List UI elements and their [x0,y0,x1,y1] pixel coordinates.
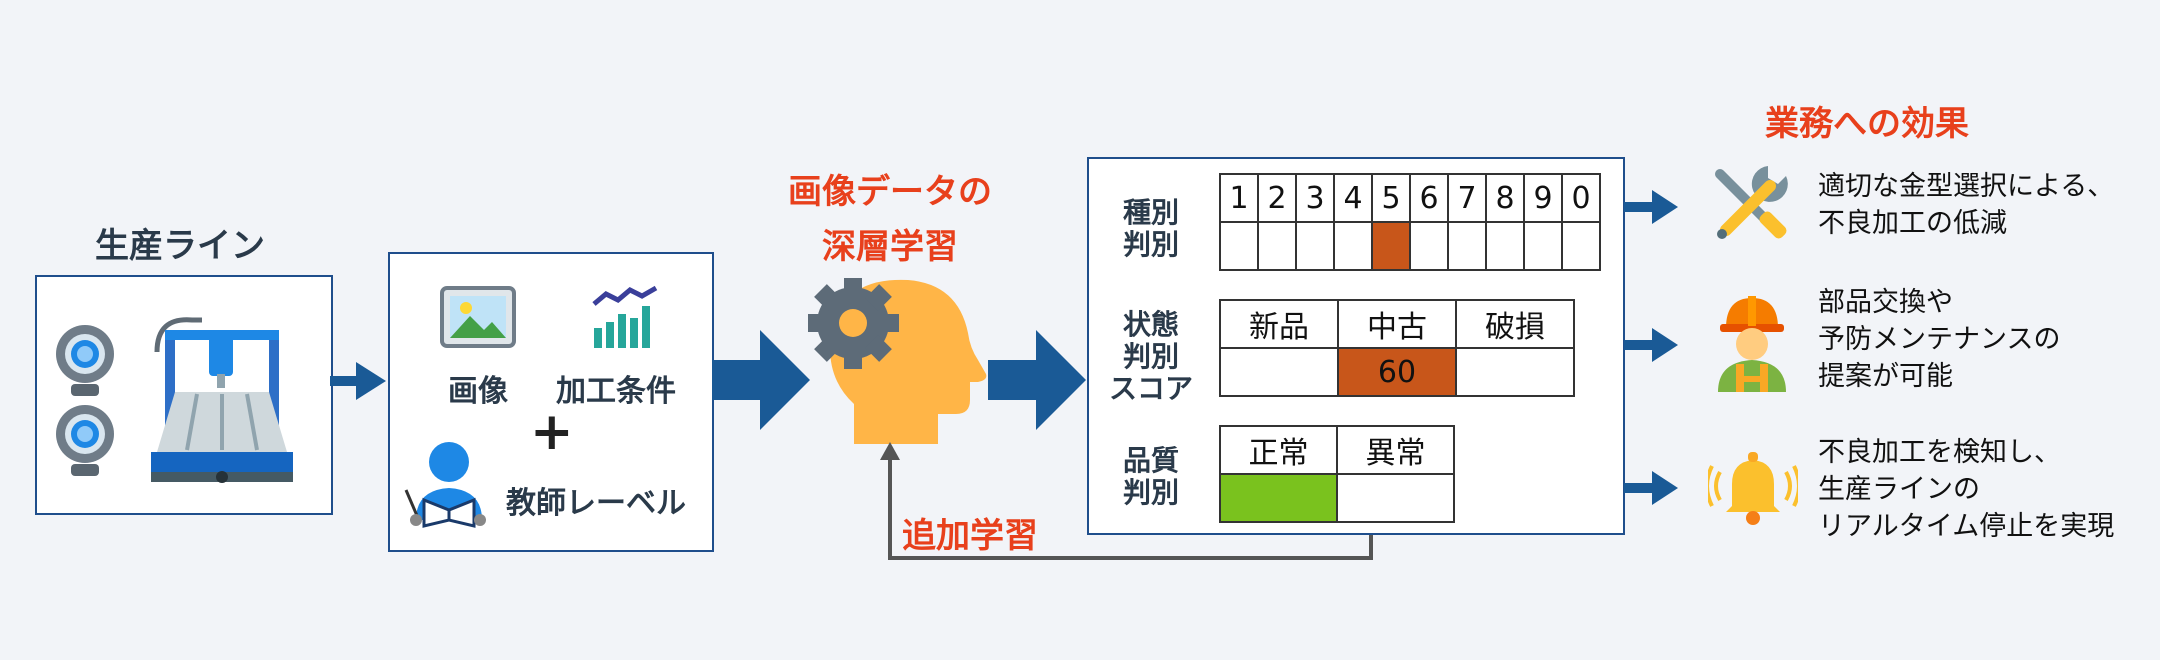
type-value-cell [1371,221,1411,271]
quality-header-cell: 異常 [1336,425,1455,475]
teacher-icon [404,442,486,528]
effect-item-3: 不良加工を検知し、生産ラインのリアルタイム停止を実現 [1818,437,2115,542]
type-value-cell [1523,221,1563,271]
type-header-cell: 8 [1485,173,1525,223]
type-header-cell: 6 [1409,173,1449,223]
image-icon [440,286,516,348]
effect-arrow [1624,190,1678,224]
effect-item-1: 適切な金型選択による、不良加工の低減 [1818,171,2115,239]
type-value-cell [1219,221,1259,271]
type-value-cell [1485,221,1525,271]
flow-arrow [712,330,810,430]
quality-header-row: 正常異常 [1219,425,1455,475]
type-value-cell [1333,221,1373,271]
chart-icon [592,285,658,348]
camera-icon [56,405,114,476]
quality-table: 正常異常 [1219,425,1455,523]
type-header-cell: 7 [1447,173,1487,223]
effects-title: 業務への効果 [1765,104,1969,144]
type-header-cell: 0 [1561,173,1601,223]
state-header-cell: 破損 [1455,299,1575,349]
type-header-cell: 1 [1219,173,1259,223]
type-value-cell [1409,221,1449,271]
state-label: 状態判別スコア [1109,308,1194,405]
type-value-cell [1257,221,1297,271]
feedback-label: 追加学習 [902,516,1038,556]
type-header-cell: 4 [1333,173,1373,223]
inputs-box: 画像 加工条件 + 教師レーベル [388,252,714,552]
type-header-cell: 2 [1257,173,1297,223]
condition-label: 加工条件 [556,374,676,409]
production-line-box [35,275,333,515]
cnc-machine-icon [151,317,293,483]
state-header-row: 新品中古破損 [1219,299,1575,349]
state-header-cell: 中古 [1337,299,1457,349]
state-table: 新品中古破損 60 [1219,299,1575,397]
worker-icon [1718,296,1786,392]
tools-icon [1715,166,1788,239]
effect-arrow [1624,328,1678,362]
effect-item-2: 部品交換や予防メンテナンスの提案が可能 [1818,287,2061,392]
image-label: 画像 [448,374,508,409]
type-value-cell [1561,221,1601,271]
ai-head-icon [808,278,987,444]
type-header-cell: 9 [1523,173,1563,223]
flow-arrow [330,362,386,400]
bell-icon [1708,452,1798,525]
state-value-cell: 60 [1337,347,1457,397]
flow-arrow [988,330,1086,430]
quality-value-cell [1336,473,1455,523]
state-value-cell [1219,347,1339,397]
type-value-cell [1295,221,1335,271]
quality-header-cell: 正常 [1219,425,1338,475]
type-label: 種別判別 [1122,196,1179,261]
production-line-title: 生産ライン [95,226,265,266]
quality-value-row [1219,473,1455,523]
teacher-label: 教師レーベル [506,486,686,521]
state-header-cell: 新品 [1219,299,1339,349]
type-header-cell: 5 [1371,173,1411,223]
feedback-arrow [880,442,1373,560]
deep-learning-title: 画像データの 深層学習 [788,172,992,267]
type-header-cell: 3 [1295,173,1335,223]
effect-arrow [1624,471,1678,505]
quality-label: 品質判別 [1122,444,1179,509]
plus-sign: + [530,402,574,462]
state-value-cell [1455,347,1575,397]
quality-value-cell [1219,473,1338,523]
type-value-row [1219,221,1601,271]
state-value-row: 60 [1219,347,1575,397]
type-value-cell [1447,221,1487,271]
camera-icon [56,325,114,396]
